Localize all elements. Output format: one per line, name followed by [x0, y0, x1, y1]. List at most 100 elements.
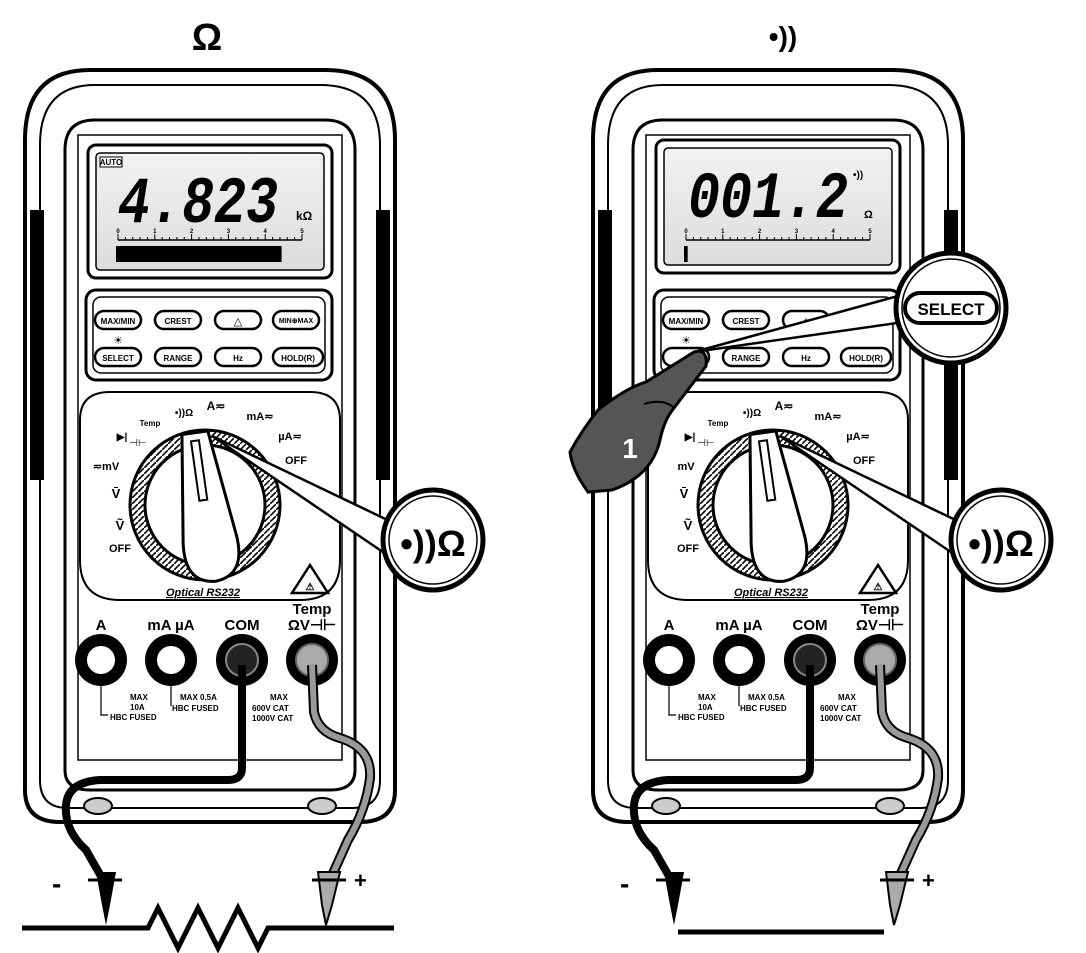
jack-label-temp: Temp	[861, 601, 900, 618]
dial-label-off-right: OFF	[285, 455, 307, 467]
brand-label: Optical RS232	[166, 587, 240, 599]
jack-label-amps: A	[96, 617, 107, 634]
bargraph-tick-label: 0	[684, 229, 688, 235]
jack-label-com: COM	[225, 617, 260, 634]
callout-continuity-ohm: •))Ω	[400, 523, 465, 564]
dial-label-ohm: •))Ω	[175, 408, 193, 419]
rating-a-amps: 10A	[130, 703, 145, 712]
bargraph-tick-label: 3	[227, 229, 231, 235]
max-min-button[interactable]	[93, 309, 143, 331]
range-button[interactable]	[721, 346, 771, 368]
dial-label-millivolts: ≂mV	[93, 461, 120, 473]
hold-button[interactable]	[271, 346, 325, 368]
dial-label-capacitance: ⊣⊢	[697, 438, 714, 449]
warning-triangle-icon	[857, 562, 899, 595]
crest-label: CREST	[732, 317, 759, 326]
black-test-lead	[61, 665, 246, 887]
dial-label-microamps: µA≂	[846, 431, 870, 443]
dial-label-diode: ▶|	[684, 432, 696, 443]
svg-text:⚠: ⚠	[306, 582, 315, 593]
bargraph-fill	[684, 246, 688, 262]
step-number: 1	[622, 433, 638, 464]
resistor-under-test	[22, 902, 394, 953]
warning-triangle-icon	[289, 562, 331, 595]
crest-button[interactable]	[721, 309, 771, 331]
dial-callout-magnifier	[380, 487, 486, 593]
rating-a-amps: 10A	[698, 703, 713, 712]
lcd-unit: kΩ	[296, 209, 313, 223]
jack-label-ma-ua: mA µA	[715, 617, 762, 634]
dial-label-milliamps: mA≂	[247, 411, 274, 423]
pointing-finger-icon	[568, 349, 708, 494]
lcd-reading: 4.823	[118, 167, 278, 242]
black-test-lead	[629, 665, 814, 887]
hz-button[interactable]	[213, 346, 263, 368]
dial-label-ac-volts: Ṽ	[116, 518, 125, 533]
min-max-icon-label: MIN⊕MAX	[279, 318, 314, 325]
bargraph-fill	[116, 246, 282, 262]
hold-label: HOLD(R)	[849, 354, 883, 363]
select-button[interactable]	[93, 346, 143, 368]
hold-button[interactable]	[839, 346, 893, 368]
dial-label-temp: Temp	[140, 419, 161, 428]
select-callout-label: SELECT	[917, 300, 985, 319]
callout-continuity-ohm: •))Ω	[968, 523, 1033, 564]
lcd-screen	[663, 147, 893, 266]
dial-label-off-left: OFF	[109, 543, 131, 555]
dial-label-amps: A≂	[207, 399, 226, 413]
relative-label: △	[234, 316, 243, 328]
bargraph-tick-label: 1	[721, 229, 725, 235]
dial-label-ohm: •))Ω	[743, 408, 761, 419]
rating-a-max: MAX	[698, 693, 716, 702]
crest-label: CREST	[164, 317, 191, 326]
lcd-reading: 001.2	[688, 162, 848, 237]
heading-ohm: Ω	[192, 17, 222, 59]
jack-label-ma-ua: mA µA	[147, 617, 194, 634]
bargraph-tick-label: 3	[795, 229, 799, 235]
rating-v-cat2: 600V CAT	[252, 704, 289, 713]
bargraph-tick-label: 1	[153, 229, 157, 235]
max-min-label: MAX/MIN	[669, 317, 704, 326]
lcd-unit: Ω	[864, 209, 873, 221]
bargraph-tick-label: 5	[300, 229, 304, 235]
rating-v-cat1: 1000V CAT	[820, 714, 861, 723]
relative-button[interactable]	[213, 309, 263, 331]
dial-label-milliamps: mA≂	[815, 411, 842, 423]
auto-badge: AUTO	[100, 158, 123, 167]
rating-v-max: MAX	[270, 693, 288, 702]
hold-label: HOLD(R)	[281, 354, 315, 363]
rating-v-cat2: 600V CAT	[820, 704, 857, 713]
crest-button[interactable]	[153, 309, 203, 331]
dial-label-millivolts: mV	[677, 461, 695, 473]
jack-label-amps: A	[664, 617, 675, 634]
backlight-icon: ☀	[113, 335, 123, 347]
dial-label-dc-volts: V̄	[112, 486, 121, 501]
rating-a-max: MAX	[130, 693, 148, 702]
dial-label-off-left: OFF	[677, 543, 699, 555]
probe-minus-label: -	[52, 868, 61, 899]
svg-text:⚠: ⚠	[874, 582, 883, 593]
hz-button[interactable]	[781, 346, 831, 368]
lcd-continuity-symbol: •))	[853, 170, 863, 181]
bargraph-tick-label: 2	[758, 229, 762, 235]
min-max-icon-button[interactable]	[271, 309, 321, 331]
probe-plus-label: +	[922, 868, 935, 893]
max-min-button[interactable]	[661, 309, 711, 331]
dial-label-dc-volts: V̄	[680, 486, 689, 501]
rating-ma-fused: HBC FUSED	[740, 704, 787, 713]
max-min-label: MAX/MIN	[101, 317, 136, 326]
backlight-icon: ☀	[681, 335, 691, 347]
red-probe	[316, 871, 342, 926]
probe-minus-label: -	[620, 868, 629, 899]
bargraph-tick-label: 4	[264, 229, 268, 235]
black-probe	[664, 872, 684, 925]
range-button[interactable]	[153, 346, 203, 368]
hz-label: Hz	[233, 354, 243, 363]
bargraph-tick-label: 2	[190, 229, 194, 235]
dial-label-capacitance: ⊣⊢	[129, 438, 146, 449]
